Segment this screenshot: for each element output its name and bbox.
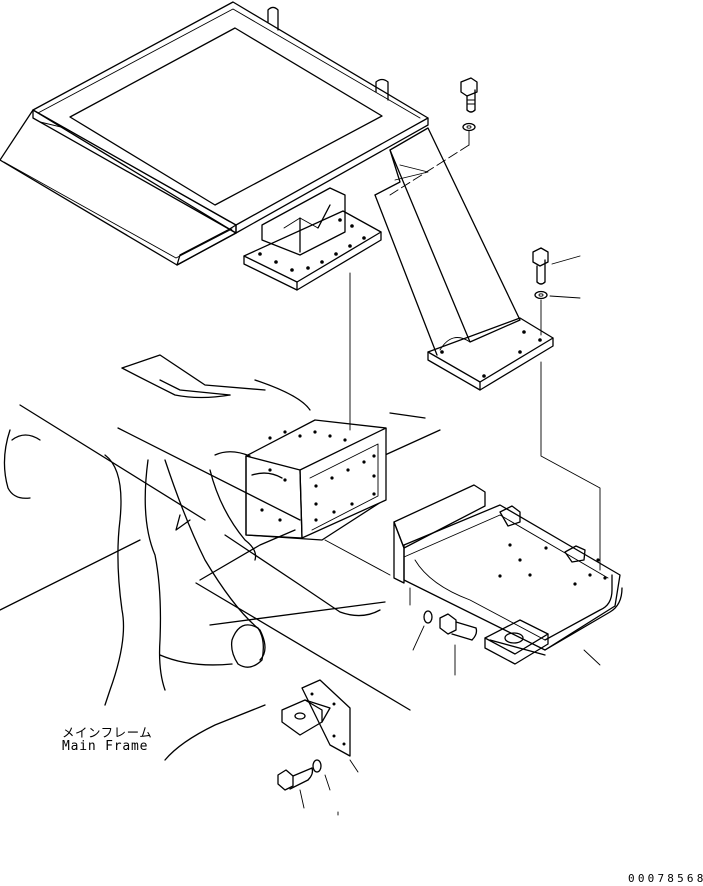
- front-leg: [261, 187, 346, 256]
- main-frame-label-jp: メインフレーム: [62, 725, 153, 740]
- washer: [462, 122, 476, 132]
- hex-bolt: [532, 247, 549, 285]
- bracket-holes: [260, 430, 376, 522]
- bolt-and-washer-set: [389, 77, 478, 196]
- hex-bolt: [460, 77, 478, 113]
- washer: [534, 290, 548, 300]
- bolt-and-washer-set: [412, 610, 478, 676]
- roof-plate: [32, 1, 429, 226]
- mount-plate-holes: [258, 218, 366, 272]
- drawing-number: 00078568: [628, 872, 703, 885]
- roof-inner-panel: [69, 27, 383, 206]
- lifting-lug: [375, 78, 389, 101]
- main-frame: [0, 354, 441, 761]
- washer: [312, 759, 322, 773]
- frame-bracket: [245, 419, 387, 541]
- box-holes: [498, 543, 607, 586]
- small-bracket: [281, 679, 351, 757]
- canopy-assembly: [0, 1, 554, 391]
- rear-mount-plate: [427, 317, 554, 383]
- front-mount-plate: [243, 210, 382, 283]
- rear-mount-box: [393, 484, 623, 666]
- main-frame-label-en: Main Frame: [62, 739, 149, 754]
- mount-hole: [504, 632, 524, 644]
- washer: [423, 610, 433, 624]
- front-visor: [0, 109, 237, 266]
- bolt-and-washer-set: [532, 247, 581, 336]
- hex-bolt: [277, 767, 314, 791]
- rear-pillar: [389, 127, 521, 343]
- lifting-lug: [267, 6, 279, 31]
- hex-bolt: [439, 613, 478, 641]
- bolt-and-washer-set: [277, 759, 359, 816]
